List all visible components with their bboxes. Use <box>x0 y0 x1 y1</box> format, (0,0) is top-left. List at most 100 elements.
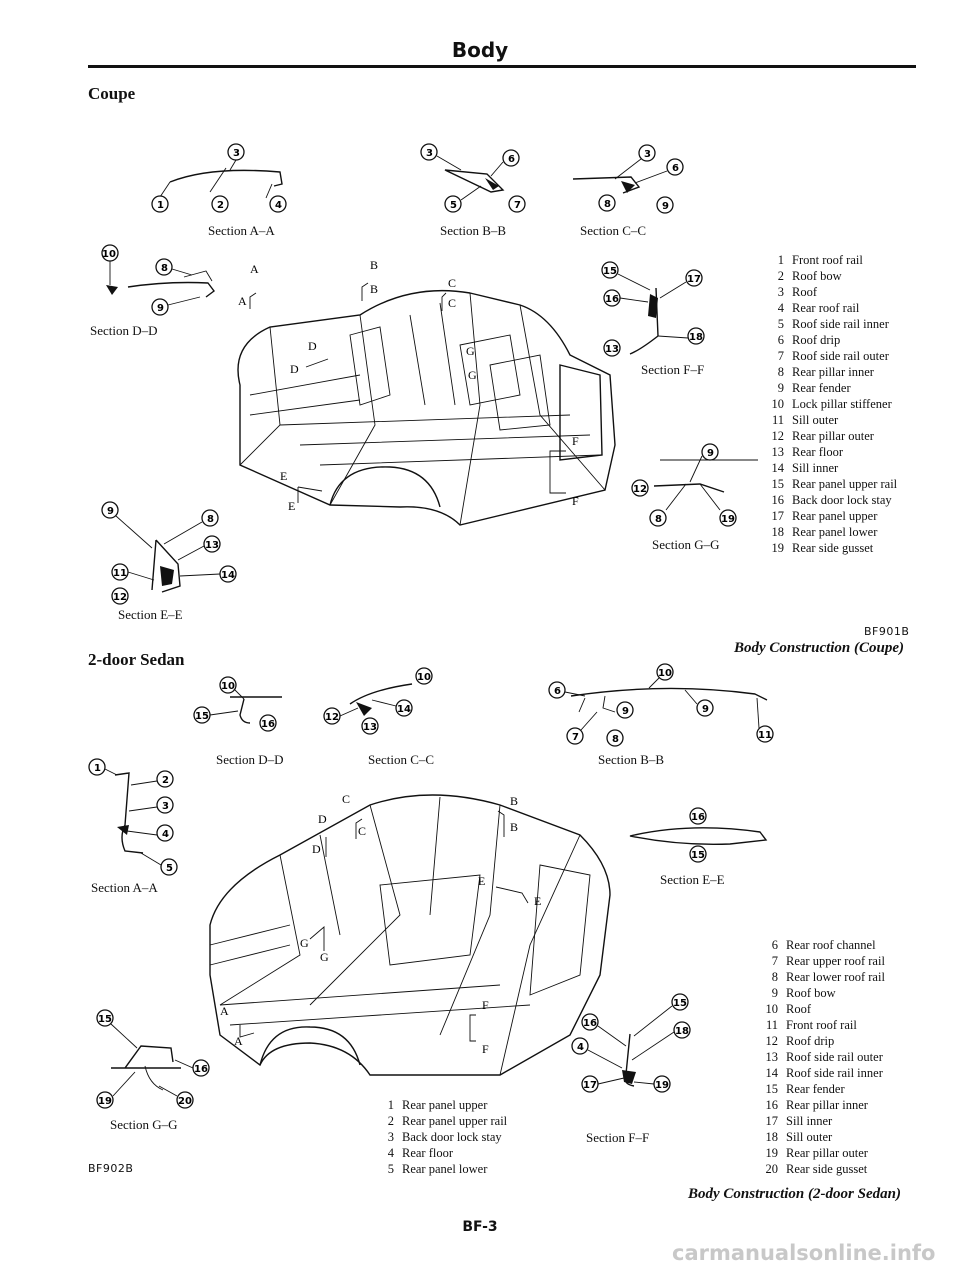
sedan-caption-section-gg: Section G–G <box>110 1117 178 1132</box>
sedan-caption-section-ff: Section F–F <box>586 1130 650 1145</box>
svg-text:E: E <box>478 874 485 888</box>
svg-text:B: B <box>370 282 378 296</box>
coupe-body-drawing: A A B B C C D D G G E E F F <box>237 258 616 526</box>
svg-text:F: F <box>482 998 489 1012</box>
svg-text:15: 15 <box>673 998 687 1009</box>
svg-text:C: C <box>448 276 456 290</box>
svg-text:B: B <box>370 258 378 272</box>
svg-text:5: 5 <box>450 200 457 211</box>
coupe-caption-section-bb: Section B–B <box>440 223 507 238</box>
svg-text:2: 2 <box>217 200 224 211</box>
sedan-caption-section-aa: Section A–A <box>91 880 158 895</box>
coupe-caption-section-ff: Section F–F <box>641 362 705 377</box>
svg-text:8: 8 <box>161 263 168 274</box>
svg-text:1: 1 <box>157 200 164 211</box>
svg-text:11: 11 <box>758 730 772 741</box>
svg-text:E: E <box>288 499 295 513</box>
svg-text:18: 18 <box>675 1026 689 1037</box>
svg-text:6: 6 <box>508 154 515 165</box>
svg-text:13: 13 <box>205 540 219 551</box>
svg-text:12: 12 <box>113 592 127 603</box>
svg-text:19: 19 <box>98 1096 112 1107</box>
coupe-section-ee-diagram: 9 8 13 11 14 12 <box>101 501 237 605</box>
page-number: BF-3 <box>462 1219 498 1235</box>
svg-text:5: 5 <box>166 863 173 874</box>
sedan-figure-caption: Body Construction (2-door Sedan) <box>688 1186 901 1202</box>
svg-text:16: 16 <box>605 294 619 305</box>
coupe-caption-section-aa: Section A–A <box>208 223 275 238</box>
svg-text:7: 7 <box>514 200 521 211</box>
coupe-section-ff-diagram: 15 16 17 13 18 <box>601 261 705 357</box>
svg-text:13: 13 <box>605 344 619 355</box>
svg-text:G: G <box>468 368 477 382</box>
svg-text:E: E <box>534 894 541 908</box>
header-rule <box>88 65 916 68</box>
svg-text:6: 6 <box>672 163 679 174</box>
sedan-section-bb-diagram: 10 6 9 9 7 8 11 <box>548 663 774 747</box>
svg-text:8: 8 <box>655 514 662 525</box>
coupe-section-aa-diagram: 3 1 2 4 <box>151 143 287 213</box>
svg-text:C: C <box>358 824 366 838</box>
sedan-section-ff-diagram: 15 16 18 4 17 19 <box>571 993 691 1093</box>
sedan-figure-code: BF902B <box>88 1162 134 1175</box>
svg-text:E: E <box>280 469 287 483</box>
svg-text:10: 10 <box>417 672 431 683</box>
coupe-section-bb-diagram: 3 6 5 7 <box>420 143 526 213</box>
sedan-caption-section-bb: Section B–B <box>598 752 665 767</box>
svg-text:9: 9 <box>157 303 164 314</box>
svg-text:4: 4 <box>162 829 169 840</box>
svg-text:16: 16 <box>691 812 705 823</box>
svg-text:12: 12 <box>325 712 339 723</box>
svg-text:8: 8 <box>207 514 214 525</box>
svg-text:16: 16 <box>583 1018 597 1029</box>
svg-text:G: G <box>300 936 309 950</box>
svg-text:A: A <box>250 262 259 276</box>
svg-text:4: 4 <box>275 200 282 211</box>
coupe-caption-section-cc: Section C–C <box>580 223 647 238</box>
svg-text:13: 13 <box>363 722 377 733</box>
sedan-section-aa-diagram: 1 2 3 4 5 <box>88 758 178 876</box>
svg-text:10: 10 <box>221 681 235 692</box>
svg-text:20: 20 <box>178 1096 192 1107</box>
svg-text:G: G <box>466 344 475 358</box>
sedan-caption-section-dd: Section D–D <box>216 752 284 767</box>
svg-text:9: 9 <box>707 448 714 459</box>
svg-text:F: F <box>482 1042 489 1056</box>
svg-text:B: B <box>510 820 518 834</box>
svg-text:16: 16 <box>261 719 275 730</box>
svg-text:D: D <box>318 812 327 826</box>
svg-text:3: 3 <box>426 148 433 159</box>
svg-text:16: 16 <box>194 1064 208 1075</box>
svg-text:14: 14 <box>397 704 411 715</box>
svg-text:7: 7 <box>572 732 579 743</box>
svg-text:A: A <box>220 1004 229 1018</box>
svg-text:19: 19 <box>721 514 735 525</box>
svg-text:3: 3 <box>233 148 240 159</box>
svg-text:1: 1 <box>94 763 101 774</box>
svg-text:D: D <box>312 842 321 856</box>
svg-text:12: 12 <box>633 484 647 495</box>
svg-text:A: A <box>238 294 247 308</box>
sedan-heading: 2-door Sedan <box>88 650 185 669</box>
coupe-caption-section-ee: Section E–E <box>118 607 183 622</box>
